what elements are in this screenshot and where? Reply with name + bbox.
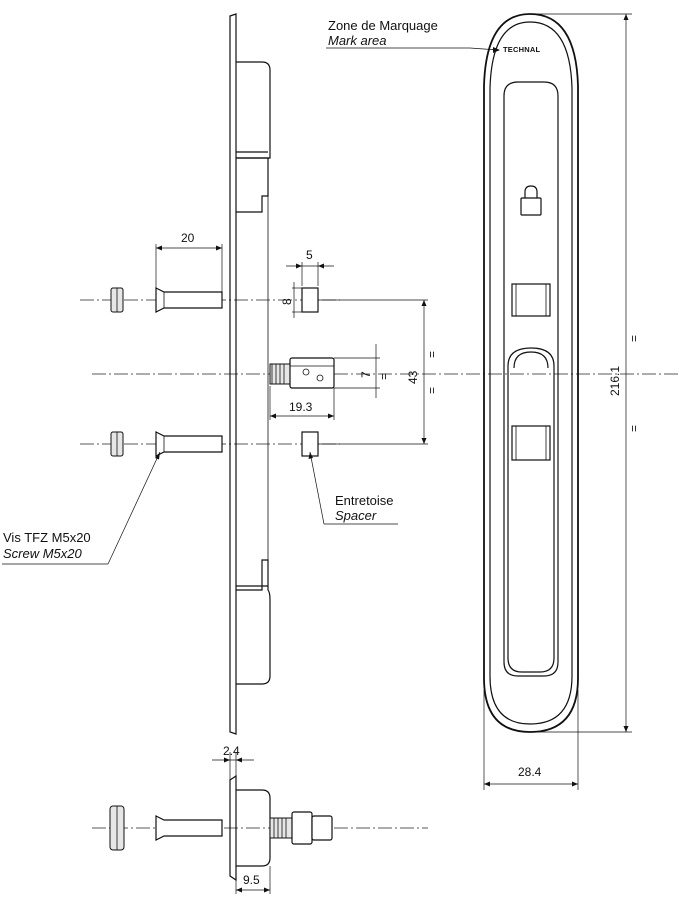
side-view-plate — [229, 13, 271, 735]
dim-offset-label: 19.3 — [289, 400, 313, 414]
dimension-plate-thickness — [212, 752, 254, 780]
dimension-screw-length — [155, 244, 223, 292]
dimension-depth — [235, 866, 271, 894]
dimension-cylinder-height — [334, 344, 380, 398]
dim-screw-length-label: 20 — [181, 231, 195, 245]
cylinder-latch — [269, 357, 335, 389]
upper-screw — [110, 287, 223, 313]
dim-spacer-width-label: 5 — [306, 248, 313, 262]
screw-label-en: Screw M5x20 — [3, 546, 83, 561]
dimension-offset — [269, 386, 335, 420]
dim-plate-thickness-label: 2.4 — [223, 744, 240, 758]
mark-area-label-en: Mark area — [328, 33, 387, 48]
dimension-spacing — [318, 299, 428, 445]
dim-depth-label: 9.5 — [243, 873, 260, 887]
mark-area-leader — [326, 47, 500, 53]
spacer-label-en: Spacer — [335, 508, 377, 523]
bottom-view — [109, 774, 333, 882]
spacer-leader — [308, 451, 398, 525]
dim-spacing-equal-upper: = — [425, 351, 439, 358]
dim-spacer-height-label: 8 — [280, 298, 294, 305]
dimension-spacer-height — [292, 282, 302, 318]
dim-width-label: 28.4 — [518, 765, 542, 779]
dim-cylinder-equal-label: = — [377, 373, 391, 380]
dim-spacing-label: 43 — [406, 370, 420, 384]
screw-label-fr: Vis TFZ M5x20 — [3, 530, 91, 545]
brand-logo: TECHNAL — [503, 45, 540, 54]
spacer-label-fr: Entretoise — [335, 493, 394, 508]
dim-total-equal-lower: = — [627, 425, 641, 432]
dimension-width — [483, 690, 579, 790]
mark-area-label-fr: Zone de Marquage — [328, 18, 438, 33]
front-view-handle — [483, 13, 579, 733]
dimension-spacer-width — [286, 262, 334, 286]
lower-screw — [110, 431, 223, 457]
dim-total-equal-upper: = — [627, 335, 641, 342]
padlock-icon — [520, 185, 542, 216]
screw-leader — [2, 451, 161, 565]
dim-total-length-label: 216.1 — [608, 366, 622, 396]
dim-spacing-equal-lower: = — [425, 387, 439, 394]
dim-cylinder-height-label: 7 — [359, 371, 373, 378]
dimension-total-length — [530, 13, 632, 733]
upper-spacer — [301, 287, 319, 313]
